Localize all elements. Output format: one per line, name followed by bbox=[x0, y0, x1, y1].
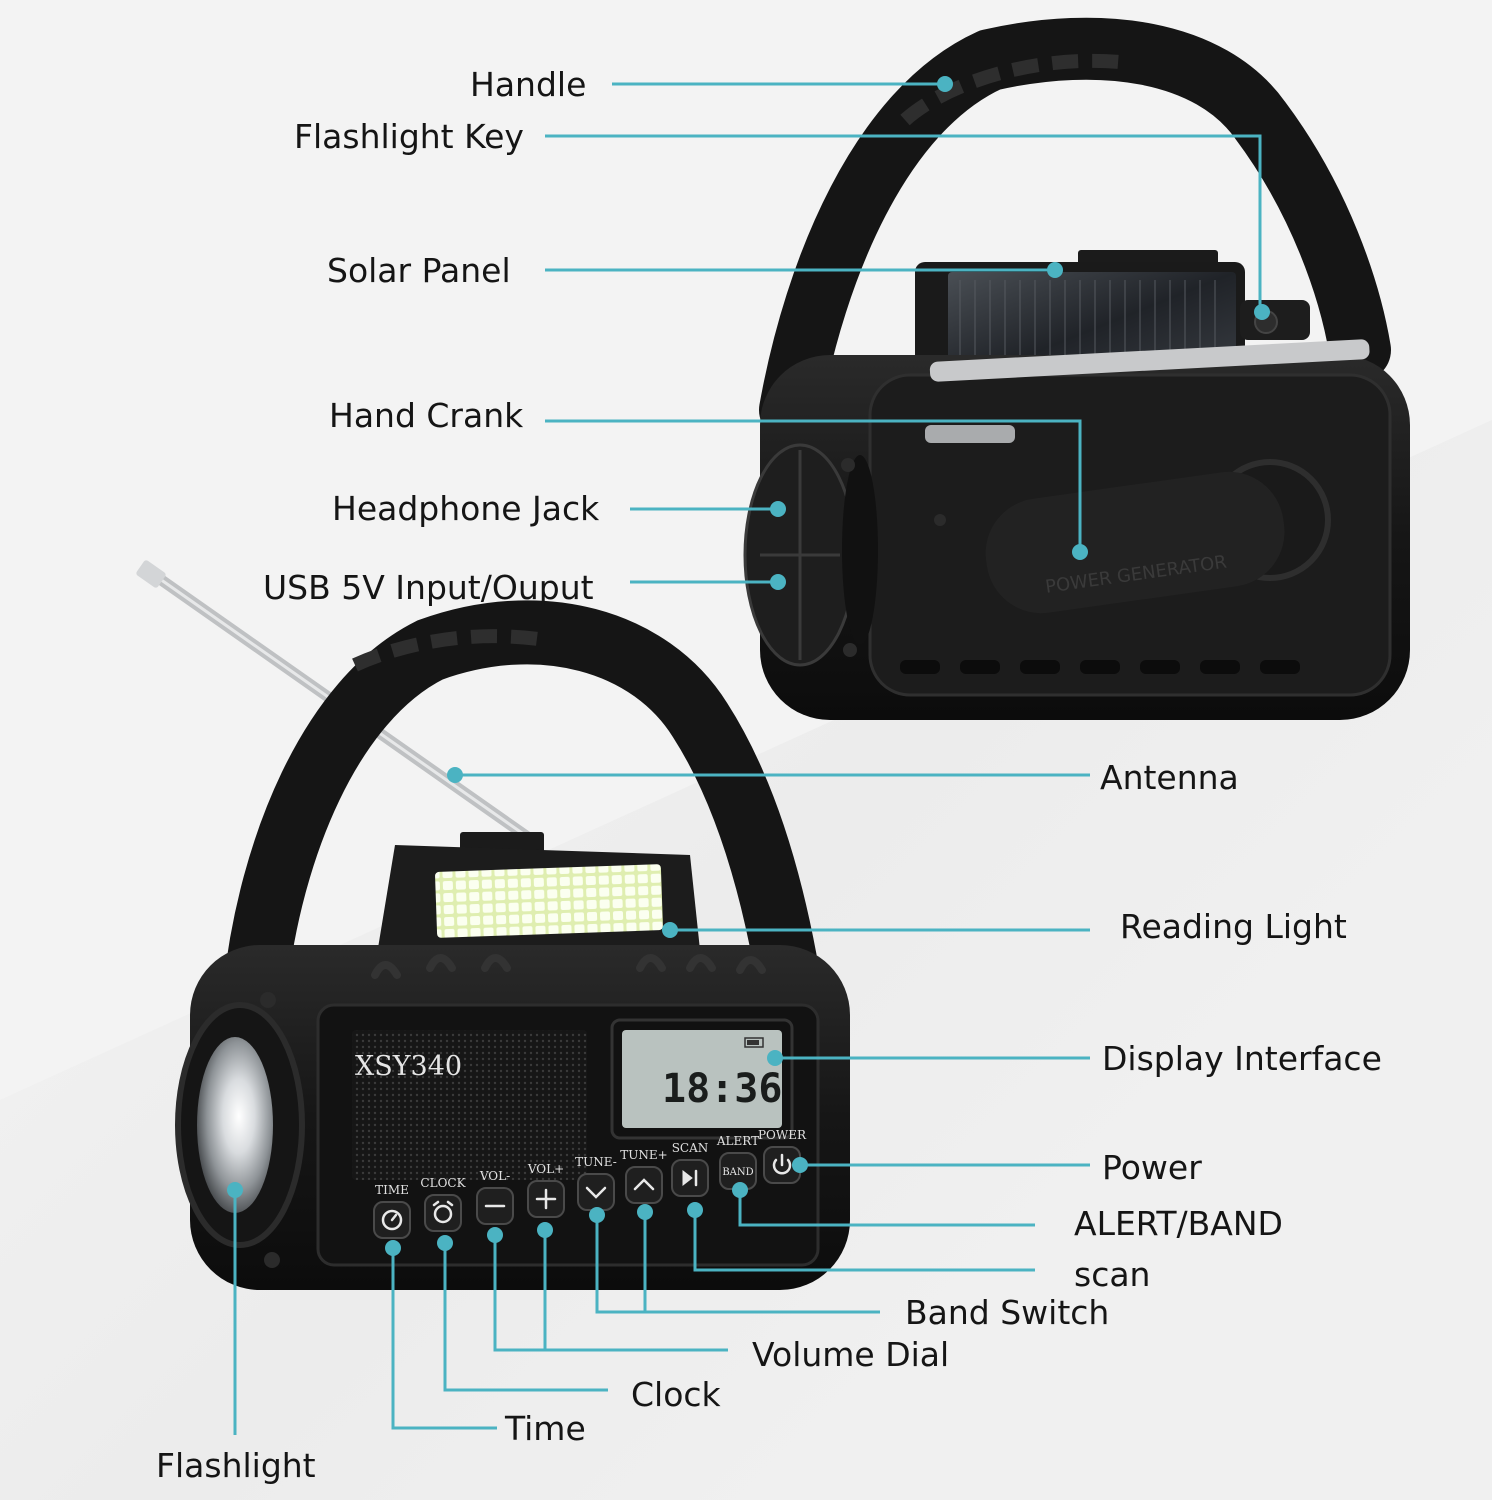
radio-button-label: VOL- bbox=[479, 1169, 510, 1183]
dot-clock bbox=[437, 1235, 453, 1251]
radio-button-clock[interactable]: CLOCK bbox=[420, 1176, 467, 1232]
back-antenna bbox=[929, 339, 1370, 382]
radio-button-vol[interactable]: VOL- bbox=[476, 1169, 514, 1225]
dot-band-switch-b bbox=[637, 1204, 653, 1220]
chevron-down-icon bbox=[585, 1186, 607, 1199]
hand-crank bbox=[985, 471, 1285, 614]
label-alert-band: ALERT/BAND bbox=[1074, 1204, 1283, 1243]
lcd-time: 18:36 bbox=[662, 1066, 782, 1112]
dot-handle bbox=[937, 76, 953, 92]
dot-volume-dial-a bbox=[487, 1227, 503, 1243]
leader-dots bbox=[227, 76, 1270, 1256]
label-scan: scan bbox=[1074, 1255, 1151, 1294]
dot-solar-panel bbox=[1047, 262, 1063, 278]
leader-volume-dial-a bbox=[493, 1235, 728, 1352]
play-pause-icon bbox=[682, 1169, 698, 1187]
label-hand-crank: Hand Crank bbox=[329, 396, 524, 435]
label-band-switch: Band Switch bbox=[905, 1293, 1110, 1332]
back-handle-strap bbox=[759, 17, 1391, 441]
back-radio: POWER GENERATOR bbox=[743, 17, 1410, 720]
label-time: Time bbox=[505, 1409, 586, 1448]
dot-flashlight bbox=[227, 1182, 243, 1198]
radio-button-vol[interactable]: VOL+ bbox=[527, 1162, 565, 1218]
dot-alert-band bbox=[732, 1182, 748, 1198]
dot-reading-light bbox=[662, 922, 678, 938]
radio-button-label: SCAN bbox=[672, 1141, 709, 1155]
radio-button-label: POWER bbox=[758, 1128, 807, 1142]
radio-button-label: TUNE- bbox=[575, 1155, 617, 1169]
dot-time bbox=[385, 1240, 401, 1256]
dot-display-interface bbox=[767, 1050, 783, 1066]
lcd-display bbox=[622, 1030, 782, 1128]
radio-button-tune[interactable]: TUNE+ bbox=[620, 1148, 668, 1204]
band-icon: BAND bbox=[722, 1167, 753, 1178]
radio-button-label: TUNE+ bbox=[620, 1148, 667, 1162]
label-handle: Handle bbox=[470, 65, 587, 104]
label-headphone-jack: Headphone Jack bbox=[332, 489, 600, 528]
dot-usb bbox=[770, 574, 786, 590]
radio-button-label: TIME bbox=[375, 1183, 409, 1197]
dot-band-switch-a bbox=[589, 1207, 605, 1223]
radio-button-label: ALERT bbox=[716, 1134, 759, 1148]
power-icon bbox=[772, 1153, 792, 1175]
dot-antenna bbox=[447, 767, 463, 783]
label-display-interface: Display Interface bbox=[1102, 1039, 1382, 1078]
radio-button-label: CLOCK bbox=[420, 1176, 466, 1190]
reading-light-leds bbox=[435, 864, 663, 938]
dot-headphone-jack bbox=[770, 501, 786, 517]
label-power: Power bbox=[1102, 1148, 1202, 1187]
label-solar-panel: Solar Panel bbox=[327, 251, 511, 290]
leader-time bbox=[391, 1248, 497, 1430]
dot-volume-dial-b bbox=[537, 1222, 553, 1238]
leader-scan bbox=[693, 1210, 1035, 1272]
model-label: XSY340 bbox=[355, 1051, 462, 1082]
leader-clock bbox=[443, 1243, 608, 1392]
plus-icon bbox=[535, 1188, 557, 1210]
label-reading-light: Reading Light bbox=[1120, 907, 1347, 946]
front-handle-strap bbox=[223, 600, 817, 1022]
leader-alert-band bbox=[738, 1190, 1035, 1227]
dot-power bbox=[792, 1157, 808, 1173]
chevron-up-icon bbox=[633, 1178, 655, 1191]
label-flashlight-key: Flashlight Key bbox=[294, 117, 524, 156]
label-flashlight: Flashlight bbox=[156, 1446, 316, 1485]
leader-lines bbox=[233, 82, 1262, 1435]
leader-band-switch-a bbox=[595, 1215, 880, 1314]
radio-button-label: VOL+ bbox=[527, 1162, 564, 1176]
radio-button-power[interactable]: POWER bbox=[758, 1128, 807, 1184]
dot-flashlight-key bbox=[1254, 304, 1270, 320]
flashlight-lens bbox=[197, 1037, 273, 1213]
radio-button-tune[interactable]: TUNE- bbox=[575, 1155, 617, 1211]
band-inner-label: BAND bbox=[722, 1167, 753, 1178]
radio-button-scan[interactable]: SCAN bbox=[671, 1141, 709, 1197]
dot-scan bbox=[687, 1202, 703, 1218]
alarm-clock-icon bbox=[432, 1200, 454, 1224]
leader-flashlight-key bbox=[545, 134, 1262, 312]
leader-hand-crank bbox=[545, 419, 1082, 552]
speaker-grille bbox=[352, 1030, 587, 1180]
front-radio: XSY340 18:36 TIME CLOCK VOL- VOL+ TUNE-TUNE+… bbox=[136, 560, 850, 1290]
radio-button-alert[interactable]: ALERT BAND bbox=[716, 1134, 759, 1190]
clock-face-icon bbox=[381, 1209, 403, 1231]
label-antenna: Antenna bbox=[1100, 758, 1239, 797]
label-volume-dial: Volume Dial bbox=[752, 1335, 950, 1374]
button-row: TIME CLOCK VOL- VOL+ TUNE-TUNE+ SCAN ALERT BAND… bbox=[373, 1128, 807, 1239]
label-usb: USB 5V Input/Ouput bbox=[263, 568, 594, 607]
label-clock: Clock bbox=[631, 1375, 721, 1414]
dot-hand-crank bbox=[1072, 544, 1088, 560]
radio-button-time[interactable]: TIME bbox=[373, 1183, 411, 1239]
